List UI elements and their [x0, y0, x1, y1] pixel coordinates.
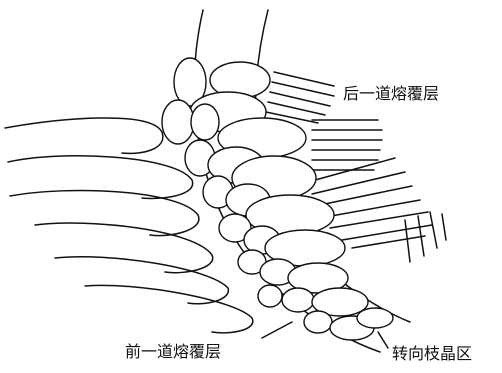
label-turning-zone: 转向枝晶区 [392, 346, 472, 362]
leader-turning-zone [378, 332, 388, 348]
front-layer-columnar-grains [5, 118, 253, 333]
label-back-layer: 后一道熔覆层 [343, 86, 439, 102]
label-front-layer: 前一道熔覆层 [125, 344, 221, 360]
leader-front-layer [262, 322, 292, 338]
